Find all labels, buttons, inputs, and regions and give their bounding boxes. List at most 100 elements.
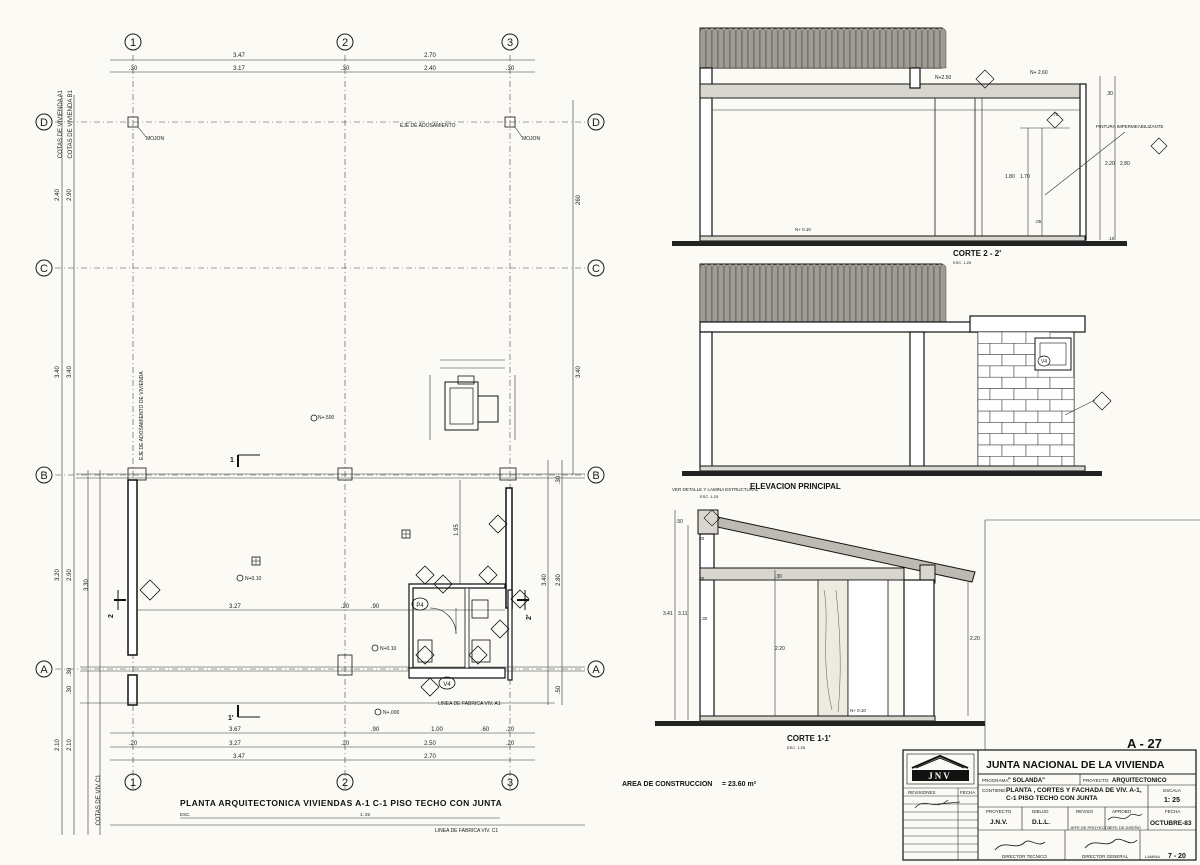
axis-bubble-bottom-1: 1 [124, 773, 142, 791]
corrugation-rib [771, 28, 779, 69]
elevation-title: ELEVACION PRINCIPAL [750, 482, 841, 491]
corrugation-rib [789, 28, 797, 69]
brick [1013, 410, 1039, 423]
section-1-1: VER DETALLE Y LAMINA ESTRUCTURAL ESC. 1:… [655, 487, 985, 750]
corrugation-rib [735, 28, 743, 69]
ground-line [682, 471, 1102, 476]
dim-text: 3.40 [542, 574, 548, 586]
axis-bubble-left-B: B [35, 466, 53, 484]
signature-mark [1084, 838, 1138, 849]
proyecto-label: PROYECTO: [1083, 778, 1109, 783]
level-text: N+ 2.60 [1030, 70, 1048, 76]
director-tecnico-label: DIRECTOR TECNICO [1002, 854, 1047, 859]
corrugation-rib [915, 28, 923, 69]
bathroom-fixture-detail [429, 359, 516, 440]
dim-text: .30 [506, 66, 515, 72]
section-1-1-title: CORTE 1-1' [787, 734, 831, 743]
roof-corrugations [699, 264, 947, 323]
axis-bubble-right-D: D [587, 113, 605, 131]
jefe-diseno-label: JEFE DE DISEÑO [1108, 825, 1141, 830]
eje-adosamiento-label: EJE DE ADOSAMIENTO [400, 123, 456, 129]
director-general-label: DIRECTOR GENERAL [1082, 854, 1129, 859]
contiene-label: CONTIENE: [982, 788, 1007, 793]
dim-text: .20 [341, 604, 350, 610]
dim-text: 2.40 [55, 189, 61, 201]
dim-text: .10 [1108, 236, 1115, 241]
corrugation-rib [729, 28, 737, 69]
dim-text: .50 [556, 685, 562, 694]
plan-walls [76, 467, 585, 706]
dim-text: .20 [506, 741, 515, 747]
brick [1013, 433, 1039, 446]
corrugation-rib [885, 264, 893, 323]
brick [977, 433, 991, 446]
ver-detalle-scale: ESC. 1:25 [700, 494, 719, 499]
corrugation-rib [939, 264, 947, 323]
dim-text: .50 [676, 519, 683, 525]
corrugation-rib [825, 264, 833, 323]
axis-label: D [592, 117, 600, 129]
institution-name: JUNTA NACIONAL DE LA VIVIENDA [986, 759, 1165, 771]
corrugation-rib [873, 264, 881, 323]
dim-text: .30 [67, 685, 73, 694]
programa-label: PROGRAMA: [982, 778, 1010, 783]
corrugation-rib [813, 264, 821, 323]
roof-corrugations [699, 28, 947, 69]
corrugation-rib [723, 28, 731, 69]
diamond-tag [433, 574, 453, 594]
dim-text: 2.90 [67, 189, 73, 201]
revisiones-label: REVISIONES [908, 790, 936, 795]
corrugation-rib [867, 264, 875, 323]
linea-fabrica-a1-label: LINEA DE FABRICA VIV. A1 [438, 701, 501, 707]
level-text: N+ 0.10 [795, 227, 811, 232]
corrugation-rib [861, 264, 869, 323]
diamond-tag [703, 509, 721, 527]
corrugation-rib [915, 264, 923, 323]
ground-line [672, 241, 1127, 246]
brick-pattern [977, 331, 1075, 468]
section-1-1-scale: ESC. 1:25 [787, 745, 806, 750]
dim-text: .30 [341, 66, 350, 72]
window-tag-text: V4 [1041, 359, 1047, 365]
fecha-value: OCTUBRE-83 [1150, 820, 1192, 827]
level-text: N+0.10 [380, 646, 396, 652]
dim-text: 3.40 [576, 366, 582, 378]
dim-text: 2.70 [424, 754, 436, 760]
level-text: N+.000 [383, 710, 399, 716]
corrugation-rib [813, 28, 821, 69]
dim-text: .30 [698, 576, 705, 581]
corrugation-rib [711, 28, 719, 69]
jefe-proyecto-label: JEFE DE PROYECTO [1070, 825, 1110, 830]
dim-text: 3.41 [663, 611, 673, 617]
signature-mark [994, 840, 1046, 851]
proyecto2-value: J.N.V. [990, 819, 1008, 826]
eje-adosamiento-vivienda-label: EJE DE ADOSAMIENTO DE VIVIENDA [139, 371, 145, 460]
corrugation-rib [933, 28, 941, 69]
corrugation-rib [927, 264, 935, 323]
dim-text: 3.47 [233, 53, 245, 59]
brick [1025, 444, 1051, 457]
dim-text: 1.80 [1005, 174, 1015, 180]
diamond-tag [1150, 137, 1168, 155]
corrugation-rib [741, 264, 749, 323]
corrugation-rib [897, 28, 905, 69]
dim-text: 3.30 [84, 579, 90, 591]
level-text: N+ 0.10 [850, 708, 866, 713]
corrugation-rib [903, 264, 911, 323]
section-cut-1b: 1' [228, 705, 260, 722]
axis-bubble-top-1: 1 [124, 33, 142, 51]
mojon-marker-right: MOJON [504, 116, 540, 142]
aprobo-label: APROBO [1112, 809, 1132, 814]
axis-label: B [40, 470, 47, 482]
axis-bubble-left-D: D [35, 113, 53, 131]
dim-text: 3.40 [55, 366, 61, 378]
brick [1061, 388, 1075, 401]
dim-text: 3.67 [229, 727, 241, 733]
corrugation-rib [879, 28, 887, 69]
title-block: JNV REVISIONES FECHA JUNTA NACIONAL DE L… [902, 749, 1197, 861]
corrugation-rib [759, 28, 767, 69]
corrugation-rib [705, 264, 713, 323]
level-text: N+0.10 [245, 576, 261, 582]
corrugation-rib [783, 28, 791, 69]
